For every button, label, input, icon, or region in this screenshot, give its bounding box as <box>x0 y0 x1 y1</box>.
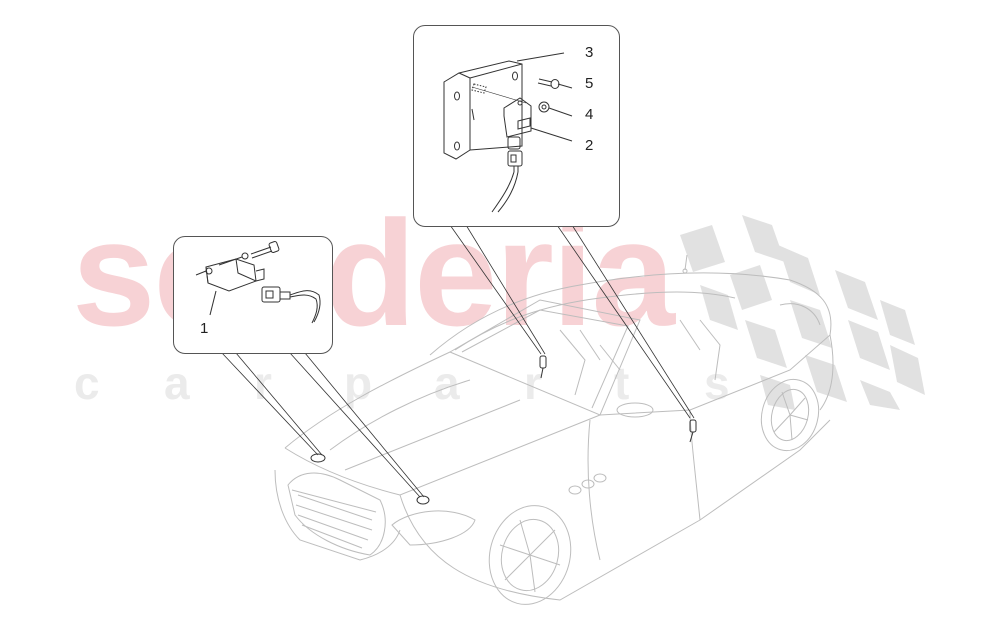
watermark-letter: r <box>524 357 542 409</box>
b-pillar-sensor-icon <box>539 355 547 369</box>
part-number-5[interactable]: 5 <box>585 75 594 92</box>
front-left-sensor-icon <box>310 453 326 463</box>
watermark-letter: a <box>434 357 460 409</box>
bolt-icon <box>250 246 273 259</box>
connector-icon <box>261 286 281 303</box>
part-number-4[interactable]: 4 <box>585 106 594 123</box>
callout-side-sensor <box>413 25 620 227</box>
side-sensor-drawing <box>443 52 573 213</box>
callout-front-sensor <box>173 236 333 354</box>
sensor-body-icon <box>205 258 257 292</box>
checkered-flag-icon <box>680 215 925 410</box>
watermark-letter: a <box>164 357 190 409</box>
washer-icon <box>241 252 249 260</box>
car-outline <box>274 254 834 605</box>
nut-icon <box>538 101 550 113</box>
part-number-1[interactable]: 1 <box>200 320 209 337</box>
sensor-markers <box>310 355 697 505</box>
screw-icon <box>537 78 553 87</box>
leader-lines <box>221 224 695 498</box>
side-sensor-icon <box>503 97 532 138</box>
watermark-letter: r <box>254 357 272 409</box>
part-number-2[interactable]: 2 <box>585 137 594 154</box>
part-number-3[interactable]: 3 <box>585 44 594 61</box>
watermark-letter: c <box>74 357 100 409</box>
front-right-sensor-icon <box>416 495 430 505</box>
bracket-icon <box>443 72 471 160</box>
front-sensor-drawing <box>195 240 321 324</box>
